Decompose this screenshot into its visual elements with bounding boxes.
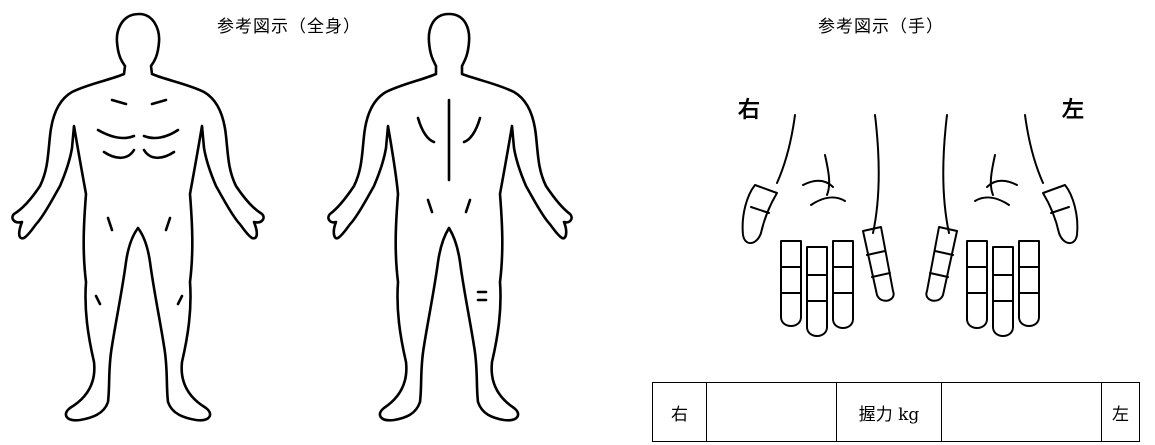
back-waist-lines: [428, 200, 470, 212]
body-back-diagram: [318, 0, 588, 445]
grip-right-value[interactable]: [707, 383, 837, 442]
front-knee-lines: [96, 296, 182, 304]
front-chest-line: [98, 130, 178, 138]
hands-diagram: [715, 55, 1105, 355]
hand-diagram-title: 参考図示（手）: [818, 12, 944, 37]
back-silhouette: [328, 14, 571, 420]
grip-row: 右 握力 kg 左: [653, 383, 1140, 442]
front-pec-line: [104, 150, 174, 158]
grip-strength-table: 右 握力 kg 左: [652, 382, 1140, 442]
grip-right-label: 右: [653, 383, 707, 442]
grip-left-label: 左: [1102, 383, 1140, 442]
left-hand-outline: [926, 115, 1077, 336]
front-silhouette: [12, 14, 263, 420]
grip-unit-label: 握力 kg: [837, 383, 942, 442]
front-clavicle: [112, 100, 166, 104]
back-knee-marks: [478, 292, 486, 300]
right-hand-outline: [743, 115, 894, 336]
body-front-diagram: [0, 0, 290, 445]
grip-left-value[interactable]: [942, 383, 1102, 442]
